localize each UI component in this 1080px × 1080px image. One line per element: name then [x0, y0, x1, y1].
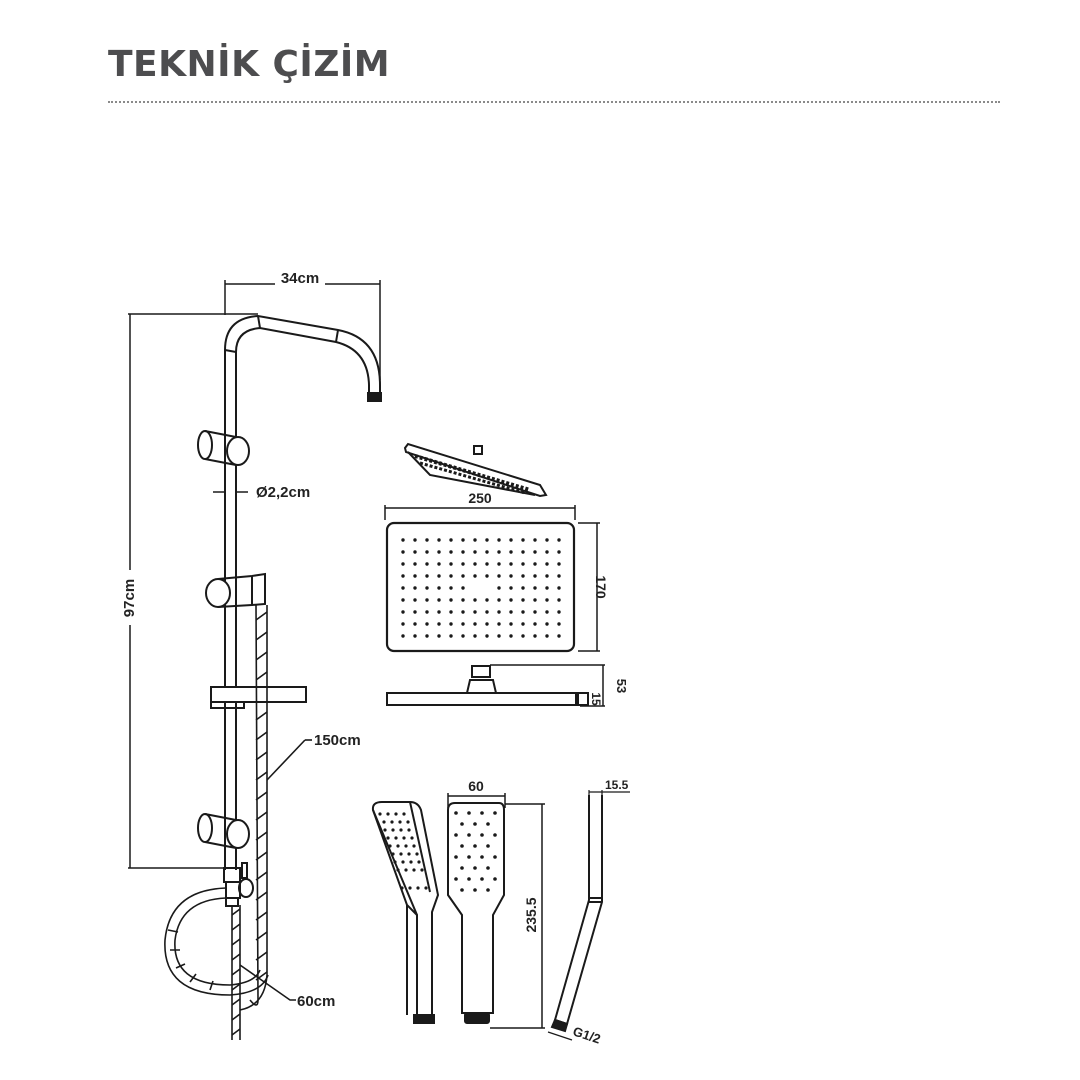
label-thread-size: G1/2: [571, 1024, 602, 1047]
hose-long: [239, 604, 312, 1011]
wall-bracket-bottom: [197, 813, 250, 849]
dimension-arm-width: [224, 280, 381, 380]
label-head-height: 53: [614, 679, 629, 693]
dimension-hand-thickness: [547, 790, 630, 1041]
nozzle-grid: [401, 538, 561, 638]
label-head-thickness: 15: [589, 692, 603, 706]
dimension-head-depth: [578, 522, 600, 652]
label-pipe-diameter: Ø2,2cm: [256, 484, 310, 501]
label-arm-width: 34cm: [281, 270, 319, 287]
dotted-divider: [108, 101, 1000, 103]
hose-short: [164, 887, 296, 1040]
dimension-hand-width: [447, 793, 506, 808]
label-hand-width: 60: [468, 778, 484, 794]
head-shower-perspective: [403, 442, 548, 498]
label-hand-length: 235.5: [523, 897, 539, 932]
label-head-depth: 170: [593, 575, 609, 599]
head-shower-top-view: [385, 521, 576, 653]
page-title: TEKNİK ÇİZİM: [108, 44, 391, 85]
hand-shower-front: [447, 802, 505, 1024]
label-long-hose: 150cm: [314, 732, 361, 749]
label-head-width: 250: [468, 490, 492, 506]
wall-bracket-top: [197, 430, 250, 466]
dimension-head-width: [384, 505, 576, 520]
head-shower-side-view: [386, 665, 589, 706]
soap-dish: [210, 686, 307, 709]
hand-shower-perspective: [371, 801, 440, 1024]
dimension-hand-length: [490, 803, 545, 1029]
label-bar-height: 97cm: [121, 579, 138, 617]
dimension-head-height: [490, 664, 605, 707]
sliding-holder: [205, 572, 266, 608]
riser-pipe: [224, 314, 382, 870]
hand-shower-side-view: [550, 795, 603, 1033]
dimension-bar-height: [128, 313, 258, 869]
hand-shower: 60 235.5 15.5 G1/2: [371, 778, 630, 1047]
diverter-valve: [223, 862, 254, 907]
label-hand-thickness: 15.5: [605, 778, 629, 792]
head-shower: 250 170: [384, 442, 629, 707]
label-short-hose: 60cm: [297, 993, 335, 1010]
shower-column: 34cm 97cm Ø2,2cm: [121, 270, 382, 1040]
